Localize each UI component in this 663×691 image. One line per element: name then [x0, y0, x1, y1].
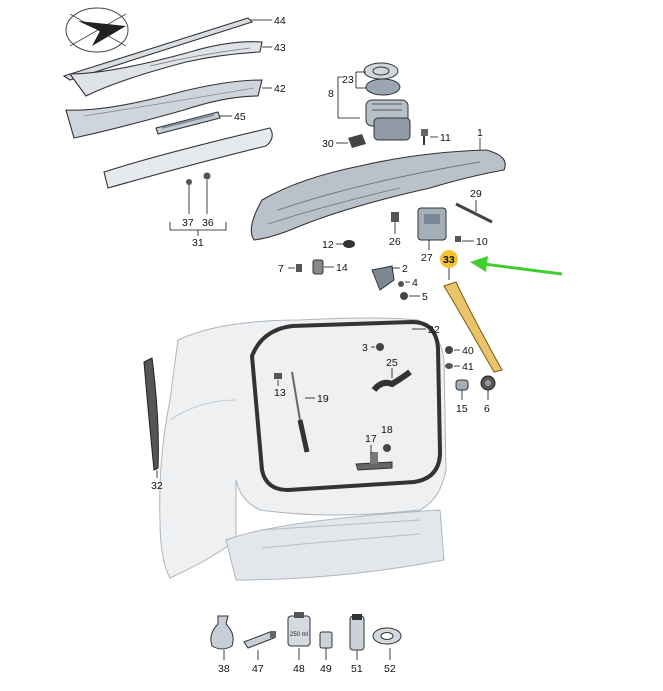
part-number-51: 51	[351, 663, 363, 675]
gas-strut-19	[291, 371, 310, 453]
part-number-15: 15	[456, 403, 468, 415]
part-number-11: 11	[440, 132, 451, 144]
tailgate-panel	[250, 149, 506, 241]
clip-13	[274, 373, 282, 379]
screw-36	[203, 172, 211, 214]
grommet-12	[343, 240, 355, 248]
screw-18	[383, 444, 391, 452]
tape-roll-52	[372, 627, 402, 645]
trim-panel-32	[143, 357, 159, 471]
sealant-bag-38	[210, 615, 234, 650]
lock-27	[417, 207, 447, 241]
emblem-badges	[363, 62, 401, 96]
bolt-7	[296, 264, 302, 272]
spoiler-upper	[68, 41, 263, 97]
part-number-32: 32	[151, 480, 163, 492]
clip-40	[445, 346, 453, 354]
part-number-7: 7	[278, 263, 284, 275]
clip-26	[391, 212, 399, 222]
part-number-41: 41	[462, 361, 474, 373]
buffer-6	[480, 375, 496, 391]
part-number-4: 4	[412, 277, 418, 289]
part-number-18: 18	[381, 424, 393, 436]
rear-window-glass	[103, 127, 273, 189]
part-number-43: 43	[274, 42, 286, 54]
latch-17	[355, 452, 393, 471]
adhesive-tube-47	[243, 631, 276, 649]
part-number-10: 10	[476, 236, 488, 248]
part-number-31: 31	[192, 237, 204, 249]
part-number-52: 52	[384, 663, 396, 675]
highlight-marker-33: 33	[440, 250, 458, 268]
part-number-49: 49	[320, 663, 332, 675]
lock-actuator-assembly	[365, 99, 411, 141]
screw-37	[186, 179, 192, 214]
support-rod-29	[455, 202, 493, 224]
switch-14	[312, 259, 324, 275]
small-bottle-49	[319, 631, 333, 649]
spoiler-lower	[65, 79, 263, 139]
part-number-33: 33	[443, 254, 455, 266]
part-number-40: 40	[462, 345, 474, 357]
part-number-42: 42	[274, 83, 286, 95]
part-number-8: 8	[328, 88, 334, 100]
part-number-47: 47	[252, 663, 264, 675]
part-number-29: 29	[470, 188, 482, 200]
part-number-19: 19	[317, 393, 329, 405]
bolt-11	[421, 129, 428, 145]
bumper-3	[376, 343, 384, 351]
can-volume-label: 250 ml	[290, 632, 308, 638]
part-number-3: 3	[362, 342, 368, 354]
primer-bottle-51	[349, 614, 365, 651]
part-number-44: 44	[274, 15, 286, 27]
part-number-48: 48	[293, 663, 305, 675]
door-seal-22	[249, 319, 443, 493]
orientation-compass-icon	[65, 7, 129, 53]
part-number-25: 25	[386, 357, 398, 369]
nut-5	[400, 292, 408, 300]
part-number-22: 22	[428, 324, 440, 336]
bolt-10	[455, 236, 461, 242]
part-number-14: 14	[336, 262, 348, 274]
spoiler-trim-strip	[62, 17, 254, 81]
part-number-6: 6	[484, 403, 490, 415]
vehicle-rear-body	[159, 317, 447, 581]
highlighted-trim-strip-33	[443, 281, 503, 373]
hinge-2	[371, 265, 395, 291]
part-number-36: 36	[202, 217, 214, 229]
part-number-23: 23	[342, 74, 354, 86]
part-number-38: 38	[218, 663, 230, 675]
third-brake-light	[155, 111, 221, 135]
bushing-15	[455, 379, 469, 391]
part-number-2: 2	[402, 263, 408, 275]
part-number-1: 1	[477, 127, 483, 139]
part-number-45: 45	[234, 111, 246, 123]
part-number-12: 12	[322, 239, 334, 251]
part-number-37: 37	[182, 217, 194, 229]
part-number-30: 30	[322, 138, 334, 150]
pointer-arrow	[470, 256, 563, 276]
part-number-13: 13	[274, 387, 286, 399]
part-number-26: 26	[389, 236, 401, 248]
cleaner-can-48: 250 ml	[287, 612, 311, 647]
bolt-4	[398, 281, 404, 287]
wiring-harness-25	[371, 369, 412, 392]
part-number-27: 27	[421, 252, 433, 264]
part-number-5: 5	[422, 291, 428, 303]
clip-41	[445, 363, 453, 369]
part-number-17: 17	[365, 433, 377, 445]
pad-30	[348, 134, 366, 148]
